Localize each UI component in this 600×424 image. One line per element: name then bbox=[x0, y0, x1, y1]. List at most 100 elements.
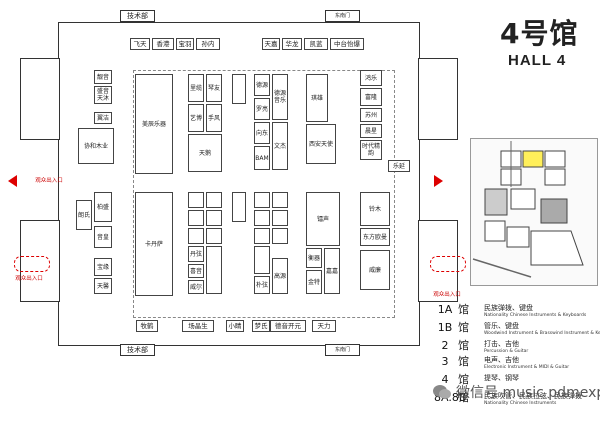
booth[interactable]: 西安天使 bbox=[306, 124, 336, 164]
booth[interactable]: 东方欧曼 bbox=[360, 228, 390, 246]
small-booth[interactable] bbox=[272, 228, 288, 244]
booth[interactable]: 朴弦 bbox=[254, 276, 270, 294]
top-row-booth[interactable]: 飞天 bbox=[130, 38, 150, 50]
legend-hall-suffix: 馆 bbox=[458, 355, 469, 368]
small-booth[interactable] bbox=[188, 192, 204, 208]
bottom-row-booth[interactable]: 牧鹤 bbox=[136, 320, 158, 332]
bottom-row-booth[interactable]: 德音开元 bbox=[270, 320, 306, 332]
small-booth[interactable] bbox=[188, 228, 204, 244]
bottom-row-booth[interactable]: 小睛 bbox=[226, 320, 244, 332]
minimap-drawing bbox=[472, 141, 584, 278]
entrance-icon-right bbox=[430, 256, 466, 272]
booth[interactable]: 富隆 bbox=[360, 88, 382, 106]
small-booth[interactable] bbox=[206, 228, 222, 244]
booth[interactable]: 威廉 bbox=[360, 250, 390, 290]
entrance-icon-left bbox=[14, 256, 50, 272]
hall-title: 4号馆 bbox=[500, 17, 579, 50]
booth[interactable]: 美辰乐器 bbox=[135, 74, 173, 174]
booth[interactable]: 高源 bbox=[272, 258, 288, 294]
booth[interactable]: 喜音 bbox=[188, 264, 204, 278]
booth[interactable]: 卡丹萨 bbox=[135, 192, 173, 296]
booth[interactable]: 文杰 bbox=[272, 122, 288, 170]
booth[interactable]: 盛音天沐 bbox=[94, 86, 112, 104]
booth[interactable]: 向东 bbox=[254, 122, 270, 144]
booth[interactable]: 天馨 bbox=[94, 278, 112, 294]
booth[interactable]: 柏盛 bbox=[94, 192, 112, 222]
booth[interactable]: 晨星 bbox=[360, 124, 382, 138]
booth[interactable]: 铃木 bbox=[360, 192, 390, 226]
booth[interactable]: 德源 bbox=[254, 74, 270, 96]
legend-hall-number: 1A bbox=[437, 303, 453, 316]
bottom-row-booth[interactable]: 场晶生 bbox=[182, 320, 214, 332]
booth[interactable]: 威尔 bbox=[188, 280, 204, 294]
booth[interactable]: 罗亮 bbox=[254, 98, 270, 120]
top-row-booth[interactable]: 天嘉 bbox=[262, 38, 280, 50]
small-booth[interactable] bbox=[272, 210, 288, 226]
legend-category-en: Nationality Chinese Instruments bbox=[484, 401, 557, 406]
right-wing-bottom bbox=[418, 220, 458, 302]
top-row-booth[interactable]: 中台怡爆 bbox=[330, 38, 364, 50]
booth[interactable]: 协和木业 bbox=[78, 128, 114, 164]
booth[interactable]: 乐延 bbox=[388, 160, 410, 172]
top-row-booth[interactable]: 宝羽 bbox=[176, 38, 194, 50]
booth[interactable]: 宝缘 bbox=[94, 258, 112, 276]
legend-category-en: Percussion & Guitar bbox=[484, 349, 529, 354]
booth[interactable]: 朗氏 bbox=[76, 200, 92, 230]
small-booth[interactable] bbox=[232, 74, 246, 104]
top-row-booth[interactable]: 凯蓝 bbox=[304, 38, 328, 50]
bottom-row-booth[interactable]: 天力 bbox=[312, 320, 336, 332]
booth[interactable]: 丹弦 bbox=[188, 246, 204, 262]
booth[interactable]: 天鹅 bbox=[188, 134, 222, 172]
booth[interactable]: 鸿乐 bbox=[360, 70, 382, 86]
small-booth[interactable] bbox=[206, 192, 222, 208]
booth[interactable]: BAM bbox=[254, 146, 270, 170]
top-row-booth[interactable]: 华龙 bbox=[282, 38, 302, 50]
legend-hall-suffix: 馆 bbox=[458, 321, 469, 334]
booth[interactable]: 手风 bbox=[206, 104, 222, 132]
bottom-gate-right: 东南门 bbox=[325, 344, 360, 356]
booth[interactable]: 嘉嘉 bbox=[324, 248, 340, 294]
legend-hall-suffix: 馆 bbox=[458, 339, 469, 352]
booth[interactable]: 琴友 bbox=[206, 74, 222, 102]
legend-hall-number: 1B bbox=[437, 321, 453, 334]
booth[interactable]: 金特 bbox=[306, 270, 322, 294]
booth[interactable]: 里缆 bbox=[188, 74, 204, 102]
small-booth[interactable] bbox=[206, 210, 222, 226]
left-wing-top bbox=[20, 58, 60, 140]
booth[interactable]: 靓音 bbox=[94, 70, 112, 84]
small-booth[interactable] bbox=[206, 246, 222, 294]
booth[interactable]: 艺博 bbox=[188, 104, 204, 132]
top-row-booth[interactable]: 香港 bbox=[152, 38, 174, 50]
booth[interactable]: 德源音乐 bbox=[272, 74, 288, 120]
booth[interactable]: 时代精韵 bbox=[360, 140, 382, 160]
small-booth[interactable] bbox=[272, 192, 288, 208]
top-row-booth[interactable]: 孙内 bbox=[196, 38, 220, 50]
legend-category-cn: 民族弹拨、键盘 bbox=[484, 304, 533, 312]
booth[interactable]: 镭声 bbox=[306, 192, 340, 246]
small-booth[interactable] bbox=[188, 210, 204, 226]
booth[interactable]: 苏州 bbox=[360, 108, 382, 122]
legend-hall-suffix: 馆 bbox=[458, 373, 469, 386]
bottom-row-booth[interactable]: 梦氏 bbox=[252, 320, 270, 332]
small-booth[interactable] bbox=[254, 228, 270, 244]
legend-hall-number: 4 bbox=[441, 373, 449, 386]
small-booth[interactable] bbox=[232, 192, 246, 222]
booth[interactable]: 琪雄 bbox=[306, 74, 328, 122]
small-booth[interactable] bbox=[254, 210, 270, 226]
booth[interactable]: 翼洁 bbox=[94, 112, 112, 124]
booth[interactable]: 音皇 bbox=[94, 226, 112, 248]
booth[interactable]: 衡器 bbox=[306, 248, 322, 268]
location-minimap bbox=[470, 138, 598, 286]
entrance-arrow-right bbox=[434, 175, 443, 187]
small-booth[interactable] bbox=[254, 192, 270, 208]
aisle-outline bbox=[133, 70, 395, 318]
small-booth[interactable] bbox=[254, 246, 270, 274]
watermark: 微信号 music pdmexpo bbox=[456, 385, 600, 401]
wechat-icon bbox=[432, 384, 452, 400]
entrance-label-left-bottom: 观众出入口 bbox=[15, 276, 43, 282]
legend-category-en: Electronic Instrument & MIDI & Guitar bbox=[484, 365, 570, 370]
